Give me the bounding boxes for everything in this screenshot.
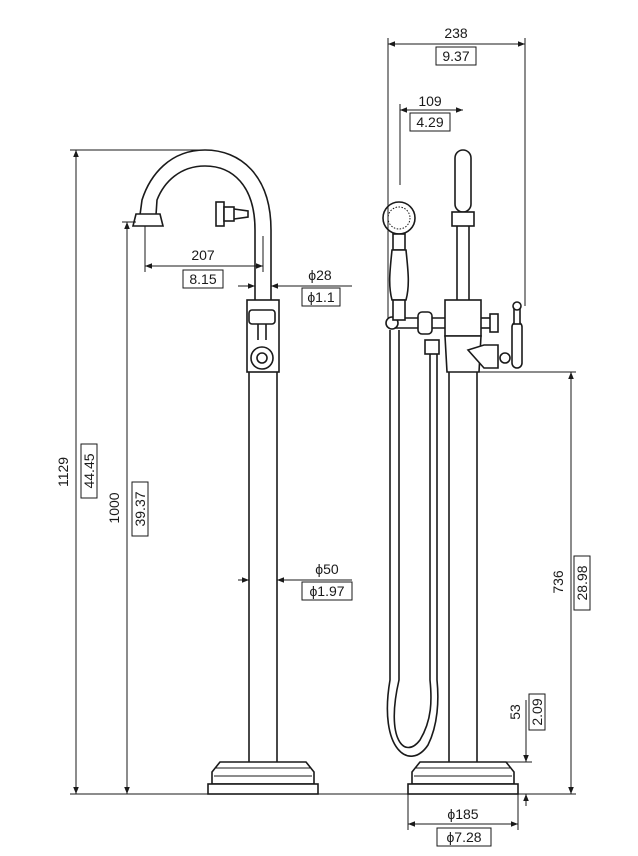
- hand-shower-offset-mm: 109: [418, 93, 442, 109]
- spout-height-in: 39.37: [132, 491, 148, 526]
- valve-diameter-mm: ϕ28: [308, 267, 332, 283]
- spout-reach-in: 8.15: [189, 271, 216, 287]
- hand-shower-offset-in: 4.29: [416, 114, 443, 130]
- base-height-in: 2.09: [529, 698, 545, 725]
- dimension-hand-shower-offset: 109 4.29: [399, 93, 463, 185]
- overall-width-mm: 238: [444, 25, 468, 41]
- front-view-faucet: [382, 149, 523, 795]
- valve-diameter-in: ϕ1.1: [307, 289, 335, 305]
- riser-diameter-in: ϕ1.97: [309, 583, 344, 599]
- dimension-base-height: 53 2.09: [506, 693, 546, 806]
- dimension-riser-diameter: ϕ50 ϕ1.97: [238, 561, 353, 601]
- handle-height-mm: 736: [550, 570, 566, 594]
- total-height-mm: 1129: [55, 457, 71, 487]
- overall-width-in: 9.37: [442, 48, 469, 64]
- spout-height-mm: 1000: [106, 492, 122, 523]
- handle-height-in: 28.98: [574, 565, 590, 600]
- base-diameter-in: ϕ7.28: [446, 829, 481, 845]
- dimension-total-height: 1129 44.45: [55, 149, 208, 795]
- dimension-overall-width: 238 9.37: [387, 25, 526, 318]
- dimension-spout-height: 1000 39.37: [106, 221, 149, 794]
- riser-diameter-mm: ϕ50: [315, 561, 339, 577]
- spout-reach-mm: 207: [191, 247, 215, 263]
- base-diameter-mm: ϕ185: [447, 806, 478, 822]
- side-view-faucet: [131, 149, 319, 795]
- dimension-base-diameter: ϕ185 ϕ7.28: [407, 794, 519, 847]
- base-height-mm: 53: [507, 704, 523, 720]
- total-height-in: 44.45: [81, 453, 97, 488]
- dimension-handle-height: 736 28.98: [318, 371, 591, 795]
- dimension-valve-diameter: ϕ28 ϕ1.1: [238, 267, 352, 307]
- dimension-spout-reach: 207 8.15: [144, 226, 264, 289]
